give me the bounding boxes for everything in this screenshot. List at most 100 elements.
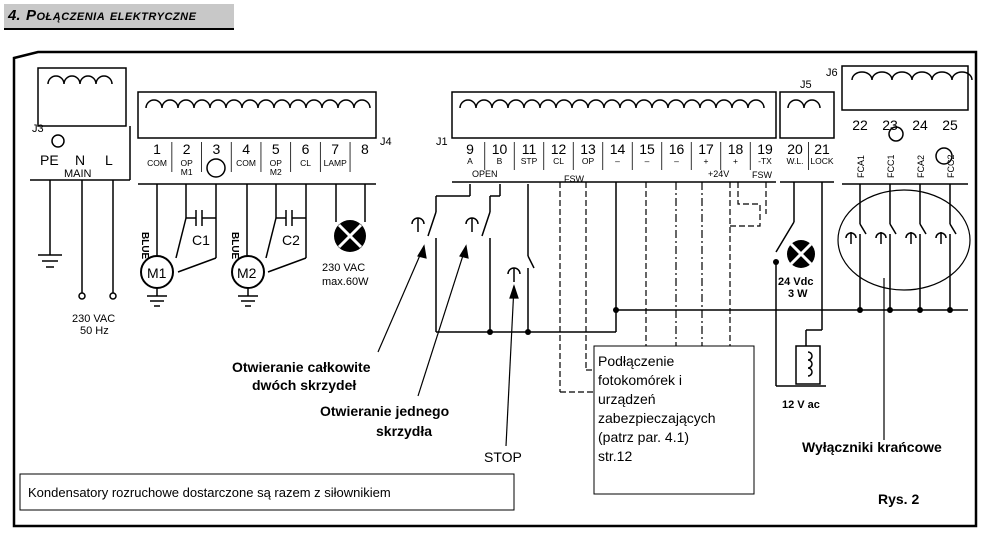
j4-terminal-6: 6 (302, 141, 310, 157)
connector-j4: J4 (137, 91, 392, 185)
screw-hole-icon (51, 134, 65, 148)
terminal-pe: PE (40, 152, 59, 168)
j1-terminal-18: 18 (728, 141, 744, 157)
j1-terminal-17: 17 (698, 141, 714, 157)
supply-voltage-label: 230 VAC (72, 313, 115, 325)
j1-terminal-label: CL (553, 156, 564, 166)
motor-1-label: M1 (147, 265, 167, 281)
full-open-label-2: dwóch skrzydeł (252, 377, 356, 393)
stop-label: STOP (484, 449, 522, 465)
j1-terminal-10: 10 (492, 141, 508, 157)
j4-terminal-8: 8 (361, 141, 369, 157)
full-open-label: Otwieranie całkowite (232, 359, 371, 375)
j6-terminal-label: FCC2 (946, 154, 956, 178)
j6-terminal-25: 25 (942, 117, 958, 133)
j1-terminal-label: + (733, 156, 738, 166)
j6-terminal-label: FCC1 (886, 154, 896, 178)
j1-terminal-11: 11 (522, 141, 537, 157)
j1-terminal-label: -TX (758, 156, 772, 166)
photocell-note-line: str.12 (598, 448, 632, 464)
limit-switches-label: Wyłączniki krańcowe (802, 439, 942, 455)
j4-terminal-label: COM (236, 158, 256, 168)
board-outline (12, 50, 978, 528)
j1-terminal-9: 9 (466, 141, 474, 157)
j4-terminal-5: 5 (272, 141, 280, 157)
j6-terminal-24: 24 (912, 117, 928, 133)
supply-frequency-label: 50 Hz (80, 325, 109, 337)
connector-j1: J1 OPEN FSW +24V FSW (436, 91, 777, 184)
motor-2-label: M2 (237, 265, 257, 281)
j6-terminal-label: FCA2 (916, 155, 926, 178)
motor-2: BLUE M2 C2 (229, 184, 307, 307)
connector-j5: J5 (779, 79, 835, 183)
j4-terminal-label: CL (300, 158, 311, 168)
warning-voltage-label: 24 Vdc (778, 276, 813, 288)
j1-terminal-label: + (704, 156, 709, 166)
connector-j6: J6 (826, 65, 973, 185)
j1-terminal-label: – (645, 156, 650, 166)
terminal-l: L (105, 152, 113, 168)
j4-terminal-label: M1 (181, 167, 193, 177)
section-number: 4. (8, 7, 21, 24)
capacitor-note-box (19, 473, 515, 511)
blue-wire-label: BLUE (229, 232, 240, 260)
j1-terminal-13: 13 (580, 141, 596, 157)
connector-label-j5: J5 (800, 79, 812, 91)
section-header: 4. Połączenia elektryczne (4, 4, 234, 30)
photocell-wiring (559, 182, 767, 393)
screw-hole-icon (935, 147, 953, 165)
j1-terminal-label: OP (582, 156, 595, 166)
j1-terminal-12: 12 (551, 141, 567, 157)
j5-terminal-label: LOCK (810, 156, 833, 166)
j4-terminal-4: 4 (242, 141, 250, 157)
j1-terminal-15: 15 (639, 141, 655, 157)
cap-2-label: C2 (282, 232, 300, 248)
photocell-note-line: Podłączenie (598, 353, 674, 369)
connector-label-j1: J1 (436, 136, 448, 148)
j4-terminal-7: 7 (331, 141, 339, 157)
j1-terminal-label: A (467, 156, 473, 166)
open-group-label: OPEN (472, 169, 498, 179)
main-label: MAIN (64, 168, 92, 180)
terminal-n: N (75, 152, 85, 168)
j1-terminal-16: 16 (669, 141, 685, 157)
electric-lock: 12 V ac (782, 182, 823, 411)
j4-terminal-3: 3 (213, 141, 221, 157)
connector-label-j4: J4 (380, 136, 392, 148)
lock-voltage-label: 12 V ac (782, 399, 820, 411)
j5-terminal-label: W.L. (786, 156, 803, 166)
annotation-arrows (377, 244, 519, 447)
cap-1-label: C1 (192, 232, 210, 248)
lamp-voltage-label: 230 VAC (322, 262, 365, 274)
motor-1: BLUE M1 C1 (139, 184, 217, 307)
photocell-note-line: fotokomórek i (598, 372, 682, 388)
plus24-group-label: +24V (708, 169, 729, 179)
flashing-lamp: 230 VAC max.60W (322, 184, 369, 288)
lamp-power-label: max.60W (322, 276, 369, 288)
j4-terminal-label: LAMP (324, 158, 347, 168)
limit-switch-row (845, 184, 957, 313)
j4-terminal-label: OP (181, 158, 194, 168)
j1-terminal-label: – (615, 156, 620, 166)
blue-wire-label: BLUE (139, 232, 150, 260)
j1-terminal-label: B (497, 156, 503, 166)
connector-label-j3: J3 (32, 123, 44, 135)
j1-terminal-14: 14 (610, 141, 626, 157)
single-open-label-2: skrzydła (376, 423, 432, 439)
figure-label: Rys. 2 (878, 491, 919, 507)
screw-hole-icon (888, 126, 904, 142)
connector-j3: J3 PE N L MAIN (30, 67, 131, 181)
j1-terminal-label: STP (521, 156, 538, 166)
warning-power-label: 3 W (788, 288, 808, 300)
j6-terminal-22: 22 (852, 117, 868, 133)
warning-light: 24 Vdc 3 W (773, 182, 826, 387)
section-title: Połączenia elektryczne (26, 7, 197, 24)
j4-terminal-label: COM (147, 158, 167, 168)
photocell-note-line: urządzeń (598, 391, 656, 407)
screw-hole-icon (206, 158, 226, 178)
